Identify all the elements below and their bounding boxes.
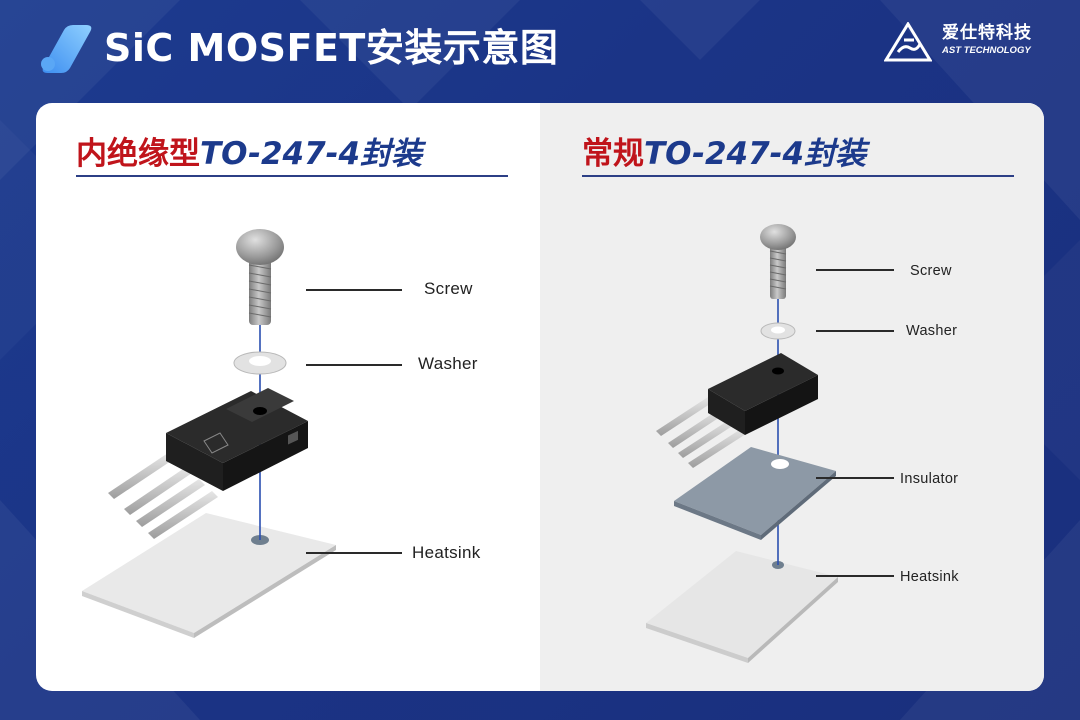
left-title-underline — [76, 175, 508, 177]
right-pins — [656, 397, 749, 468]
left-screw-leader — [306, 289, 402, 291]
right-assembly — [646, 224, 838, 663]
left-mosfet-package — [166, 388, 308, 491]
left-title-red: 内绝缘型 — [76, 136, 200, 172]
left-washer-leader — [306, 364, 402, 366]
right-insulator — [674, 447, 836, 540]
right-title-underline — [582, 175, 1014, 177]
right-insulator-leader — [816, 477, 894, 479]
right-mosfet-package — [708, 353, 818, 435]
right-title-blue: TO-247-4封装 — [644, 136, 867, 172]
right-heatsink-leader — [816, 575, 894, 577]
right-label-screw: Screw — [910, 263, 952, 279]
left-title-blue: TO-247-4封装 — [200, 136, 423, 172]
right-label-washer: Washer — [906, 323, 958, 339]
left-label-screw: Screw — [424, 279, 473, 298]
left-heatsink-leader — [306, 552, 402, 554]
right-panel-title: 常规TO-247-4封装 — [582, 133, 866, 175]
brand-name-en: AST TECHNOLOGY — [942, 45, 1031, 56]
right-title-red: 常规 — [582, 136, 644, 172]
left-panel-title: 内绝缘型TO-247-4封装 — [76, 133, 422, 175]
brand-name-cn: 爱仕特科技 — [942, 23, 1032, 43]
right-label-insulator: Insulator — [900, 471, 959, 487]
left-assembly — [82, 229, 336, 638]
ast-logo-icon — [884, 22, 932, 62]
right-label-heatsink: Heatsink — [900, 569, 959, 585]
left-washer — [233, 351, 287, 375]
right-washer-leader — [816, 330, 894, 332]
right-screw-leader — [816, 269, 894, 271]
left-heatsink — [82, 513, 336, 638]
left-label-washer: Washer — [418, 354, 478, 373]
header-logo-icon — [41, 25, 92, 73]
left-pins — [108, 453, 218, 539]
left-label-heatsink: Heatsink — [412, 543, 481, 562]
page-title: SiC MOSFET安装示意图 — [104, 26, 559, 70]
brand: 爱仕特科技 AST TECHNOLOGY — [884, 22, 1054, 62]
right-screw — [760, 224, 796, 299]
right-washer — [760, 322, 796, 340]
assembly-illustration — [82, 224, 838, 663]
diagram-card: 内绝缘型TO-247-4封装 常规TO-247-4封装 — [36, 103, 1044, 691]
left-screw — [236, 229, 284, 325]
right-heatsink — [646, 551, 838, 663]
